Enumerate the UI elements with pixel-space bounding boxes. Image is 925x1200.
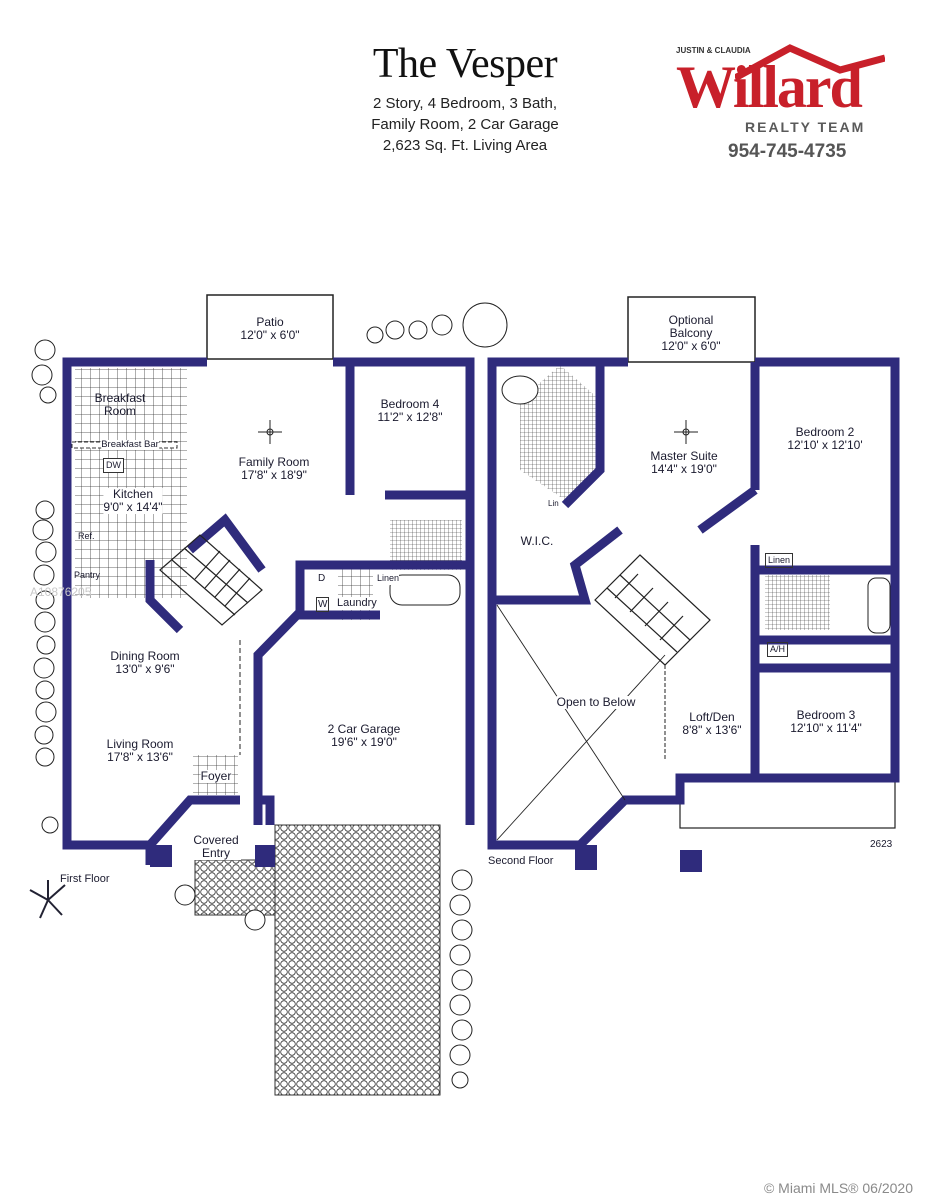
linen-closet-tag: Lin xyxy=(548,499,559,508)
room-name: Bedroom 2 xyxy=(795,425,855,439)
plan-summary-line-1: 2 Story, 4 Bedroom, 3 Bath, xyxy=(373,95,557,112)
logo-brand: Willard xyxy=(676,54,863,120)
logo-phone: 954-745-4735 xyxy=(728,141,847,162)
first-floor-label: First Floor xyxy=(60,873,110,885)
room-name: Bedroom 4 xyxy=(380,397,440,411)
second-floor-stairs xyxy=(594,554,711,666)
room-size: 13'0" x 9'6" xyxy=(115,662,175,676)
room-size: 12'0" x 6'0" xyxy=(240,328,300,342)
optional-balcony xyxy=(627,296,756,363)
patio xyxy=(206,294,334,360)
copyright-footer: © Miami MLS® 06/2020 xyxy=(763,1180,913,1196)
ceiling-fan-icon xyxy=(258,420,282,444)
room-name: Bedroom 3 xyxy=(796,708,856,722)
logo-roof-icon xyxy=(735,44,885,82)
palm-tree-icon xyxy=(29,880,66,919)
refrigerator-tag: Ref. xyxy=(78,531,95,541)
plan-summary-line-2: Family Room, 2 Car Garage xyxy=(371,116,559,133)
room-open-to-below: Open to Below xyxy=(556,695,636,709)
first-floor-stairs xyxy=(159,534,263,626)
pantry-tag: Pantry xyxy=(74,570,101,580)
first-floor-plan xyxy=(62,294,475,1096)
dryer-tag: D xyxy=(318,573,326,584)
room-breakfast: Breakfast Room xyxy=(90,392,150,418)
second-floor-plan xyxy=(487,296,900,872)
room-size: 14'4" x 19'0" xyxy=(651,462,717,476)
room-name: Master Suite xyxy=(650,449,718,463)
room-name: Dining Room xyxy=(110,649,180,663)
room-covered-entry: Covered Entry xyxy=(191,834,241,860)
driveway xyxy=(274,824,441,1096)
room-name: 2 Car Garage xyxy=(327,722,401,736)
logo-team: REALTY TEAM xyxy=(745,119,866,135)
room-name: Kitchen xyxy=(112,487,154,501)
breakfast-bar: Breakfast Bar xyxy=(101,439,159,450)
mls-watermark: A10876205 xyxy=(30,585,92,599)
walkway xyxy=(194,859,276,916)
room-name: Breakfast Room xyxy=(94,391,146,418)
room-name: Living Room xyxy=(106,737,174,751)
room-size: 12'10" x 11'4" xyxy=(790,721,862,735)
room-size: 9'0" x 14'4" xyxy=(103,500,163,514)
master-ceiling-fan-icon xyxy=(674,420,698,444)
plan-title: The Vesper xyxy=(372,41,558,87)
plan-number: 2623 xyxy=(870,839,893,850)
plan-summary-line-3: 2,623 Sq. Ft. Living Area xyxy=(382,137,548,154)
room-name: Patio xyxy=(256,315,284,329)
linen-tag: Linen xyxy=(377,572,400,585)
linen-tag: Linen xyxy=(765,553,794,568)
dishwasher-tag: DW xyxy=(103,458,124,473)
room-size: 8'8" x 13'6" xyxy=(682,723,742,737)
room-size: 17'8" x 18'9" xyxy=(241,468,307,482)
room-size: 19'6" x 19'0" xyxy=(331,735,397,749)
logo-names: JUSTIN & CLAUDIA xyxy=(676,46,751,55)
room-name: Loft/Den xyxy=(689,710,735,724)
laundry-tag: Laundry xyxy=(337,597,377,610)
landscaping-shrubs xyxy=(31,302,508,1089)
washer-tag: W xyxy=(316,597,330,612)
room-name: Optional Balcony xyxy=(668,313,714,340)
room-size: 11'2" x 12'8" xyxy=(377,410,443,424)
open-to-below-lines xyxy=(496,604,666,841)
room-foyer: Foyer xyxy=(200,769,232,783)
room-size: 17'8" x 13'6" xyxy=(107,750,173,764)
room-name: Family Room xyxy=(238,455,310,469)
second-floor-label: Second Floor xyxy=(488,855,554,867)
kitchen-tile xyxy=(75,368,187,598)
air-handler-tag: A/H xyxy=(767,642,789,657)
room-size: 12'10' x 12'10' xyxy=(787,438,863,452)
room-size: 12'0" x 6'0" xyxy=(661,339,721,353)
room-walk-in-closet: W.I.C. xyxy=(520,534,554,548)
